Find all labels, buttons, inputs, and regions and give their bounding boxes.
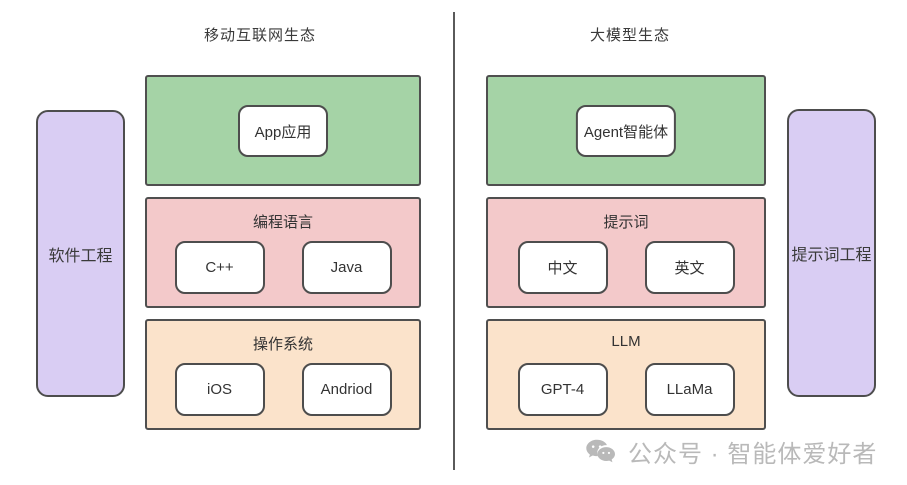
node-gpt4: GPT-4	[517, 363, 608, 416]
node-ios: iOS	[174, 363, 265, 416]
column-divider	[453, 12, 455, 470]
right-column-title: 大模型生态	[589, 27, 670, 44]
section-language-layer: 编程语言 C++ Java	[145, 197, 421, 308]
node-app-label: App应用	[254, 123, 312, 141]
section-os-layer: 操作系统 iOS Andriod	[145, 319, 421, 430]
node-chinese: 中文	[517, 241, 608, 294]
node-android: Andriod	[301, 363, 392, 416]
node-cpp: C++	[174, 241, 265, 294]
prompt-chips-row: 中文 英文	[488, 241, 764, 294]
section-agent-layer: Agent智能体	[486, 75, 766, 186]
left-column-title: 移动互联网生态	[203, 27, 316, 44]
node-chinese-label: 中文	[547, 260, 578, 277]
watermark-text: 公众号 · 智能体爱好者	[628, 441, 878, 468]
side-box-software-engineering: 软件工程	[36, 110, 125, 397]
node-java: Java	[301, 241, 392, 294]
node-ios-label: iOS	[206, 381, 232, 398]
node-android-label: Andriod	[320, 381, 373, 398]
node-agent: Agent智能体	[575, 105, 677, 157]
side-box-prompt-engineering: 提示词工程	[787, 109, 876, 397]
section-label-prompt: 提示词	[603, 214, 649, 231]
language-chips-row: C++ Java	[147, 241, 419, 294]
watermark: 公众号 · 智能体爱好者	[585, 434, 877, 469]
os-chips-row: iOS Andriod	[147, 363, 419, 416]
wechat-icon	[585, 438, 619, 466]
side-box-label: 软件工程	[48, 247, 113, 265]
section-app-layer: App应用	[145, 75, 421, 186]
node-llama: LLaMa	[644, 363, 735, 416]
section-label-os: 操作系统	[252, 336, 313, 353]
node-english: 英文	[644, 241, 735, 294]
section-llm-layer: LLM GPT-4 LLaMa	[486, 319, 766, 430]
node-agent-label: Agent智能体	[583, 123, 669, 141]
node-llama-label: LLaMa	[666, 381, 713, 398]
section-label-languages: 编程语言	[252, 214, 313, 231]
node-java-label: Java	[330, 259, 363, 276]
section-label-llm: LLM	[611, 333, 641, 350]
node-gpt4-label: GPT-4	[540, 381, 585, 398]
node-app: App应用	[238, 105, 328, 157]
llm-chips-row: GPT-4 LLaMa	[488, 363, 764, 416]
node-english-label: 英文	[674, 260, 705, 277]
side-box-label: 提示词工程	[791, 247, 872, 264]
node-cpp-label: C++	[205, 259, 234, 276]
section-prompt-layer: 提示词 中文 英文	[486, 197, 766, 308]
